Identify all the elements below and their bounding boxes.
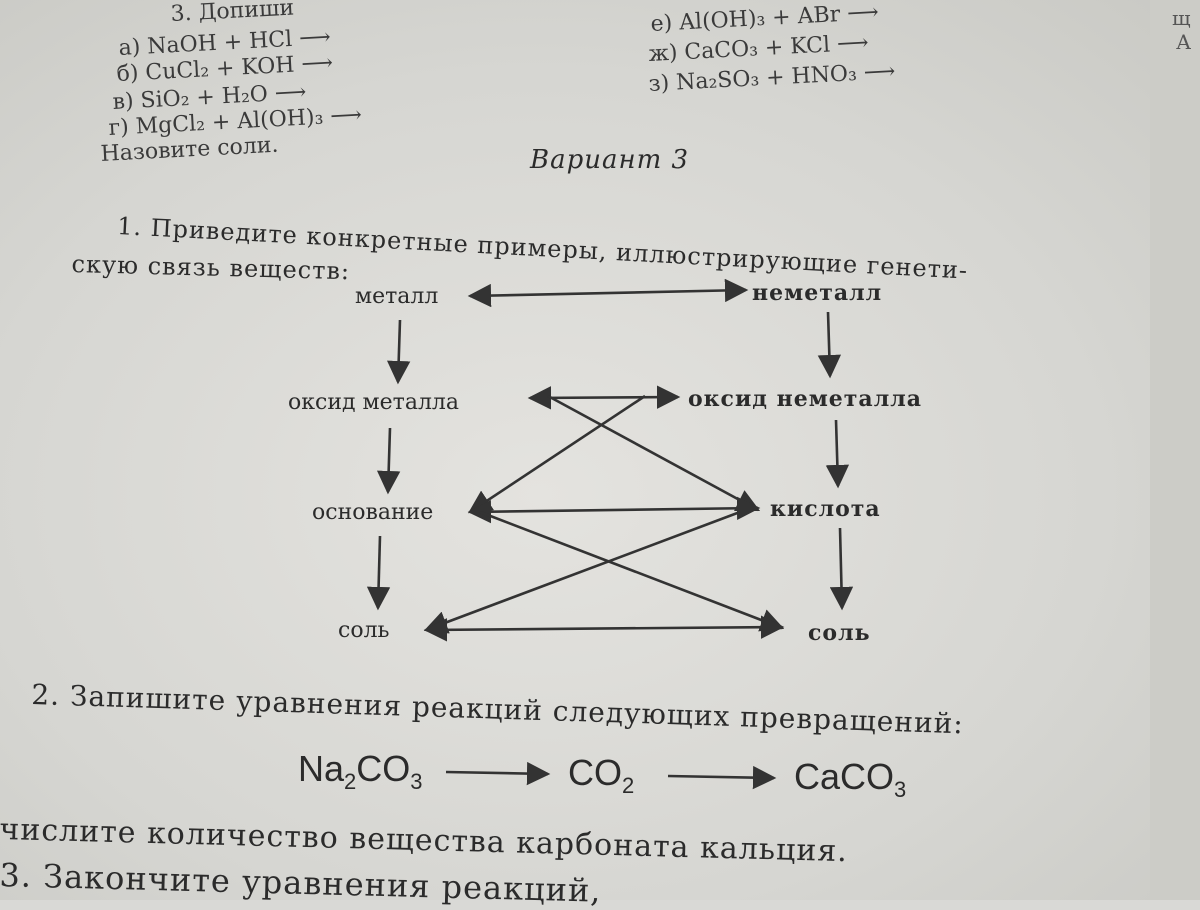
arrow-acid-salt [423, 510, 741, 634]
arrow-oxide-oxide [527, 385, 681, 410]
chain-step-3: CaCO3 [794, 756, 907, 803]
arrow-metaloxide-acid [547, 394, 759, 512]
arrow-metaloxide-down [376, 427, 401, 495]
arrow-metal-down [386, 319, 411, 385]
node-metal-oxide: оксид металла [288, 390, 460, 415]
arrow-base-salt [479, 510, 785, 632]
node-metal: металл [355, 284, 439, 309]
node-nonmetal-oxide: оксид неметалла [688, 386, 922, 412]
node-base: основание [312, 500, 434, 525]
margin-letter: А [1176, 30, 1192, 54]
arrow-nonmetaloxide-down [825, 419, 850, 489]
variant-title: Вариант 3 [530, 145, 690, 175]
arrow-metal-nonmetal [467, 278, 749, 308]
node-salt-left: соль [338, 618, 390, 643]
next-page-edge: щ А [1150, 0, 1200, 900]
node-acid: кислота [770, 496, 881, 522]
arrow-base-acid [467, 496, 761, 524]
arrow-base-down [366, 535, 391, 611]
arrow-acid-down [829, 527, 854, 611]
node-nonmetal: неметалл [752, 280, 883, 306]
arrow-nonmetal-down [817, 311, 842, 379]
node-salt-right: соль [808, 620, 871, 646]
margin-letter: щ [1172, 6, 1191, 30]
arrow-nonmetaloxide-base [468, 394, 646, 514]
chain-step-2: CO2 [568, 752, 635, 799]
chain-step-1: Na2CO3 [298, 748, 423, 795]
arrow-salt-salt [423, 615, 785, 642]
